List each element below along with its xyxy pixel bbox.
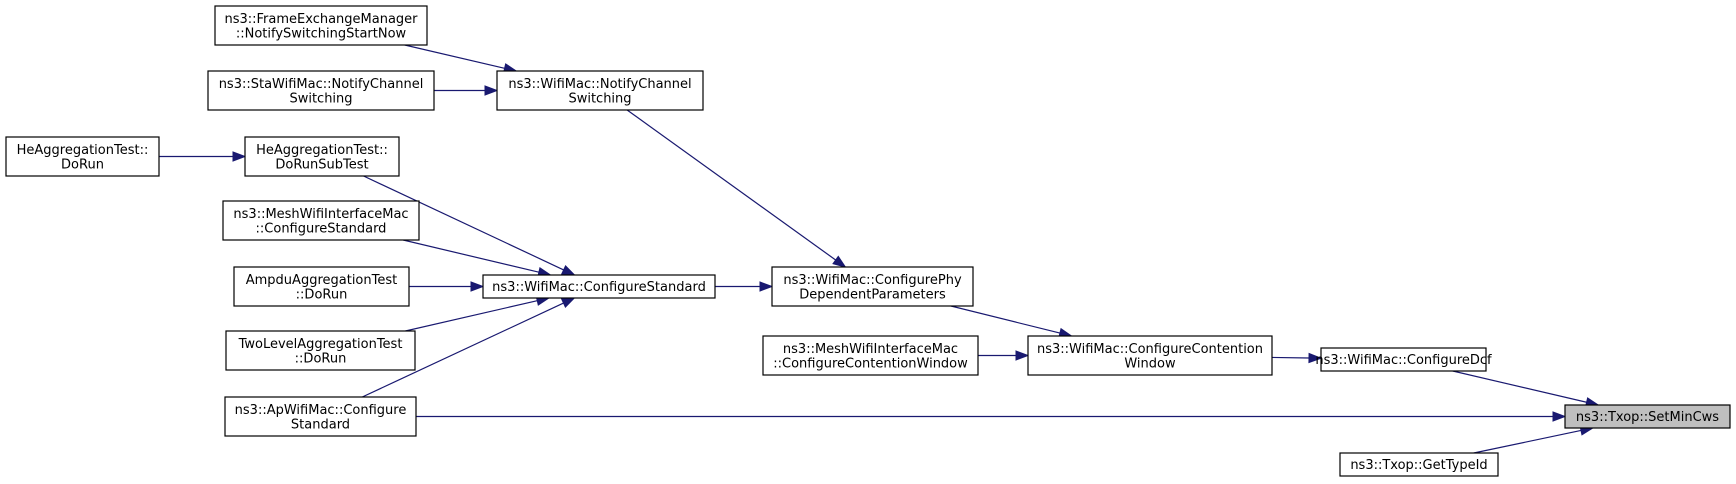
node-wifi_phydep[interactable]: ns3::WifiMac::ConfigurePhyDependentParam… — [771, 266, 974, 307]
node-label: ::ConfigureContentionWindow — [773, 356, 968, 371]
node-wifi_dcf[interactable]: ns3::WifiMac::ConfigureDcf — [1315, 347, 1492, 372]
node-box[interactable] — [5, 136, 160, 177]
node-label: ::DoRun — [296, 287, 348, 302]
edge-line — [405, 300, 538, 332]
arrowhead — [1015, 350, 1030, 361]
edges-layer — [159, 44, 1600, 454]
node-twolevel_dorun[interactable]: TwoLevelAggregationTest::DoRun — [225, 330, 416, 371]
node-wifi_cw[interactable]: ns3::WifiMac::ConfigureContentionWindow — [1027, 335, 1273, 376]
node-label: DoRunSubTest — [275, 157, 368, 172]
arrowhead — [1552, 411, 1567, 422]
edge-twolevel_dorun-to-wifi_cfgstd — [405, 295, 551, 332]
node-box[interactable] — [1027, 335, 1273, 376]
node-label: ns3::Txop::SetMinCws — [1576, 410, 1719, 425]
nodes-layer: ns3::FrameExchangeManager::NotifySwitchi… — [5, 5, 1731, 477]
node-box[interactable] — [771, 266, 974, 307]
edge-line — [1473, 429, 1582, 454]
node-label: ns3::Txop::GetTypeId — [1350, 458, 1487, 473]
node-label: ::DoRun — [295, 351, 347, 366]
edge-wifi_phydep-to-wifi_cw — [950, 305, 1073, 339]
node-label: ns3::MeshWifiInterfaceMac — [783, 342, 958, 357]
edge-line — [1271, 356, 1310, 359]
node-label: ::NotifySwitchingStartNow — [236, 26, 407, 41]
edge-wifi_notify-to-wifi_phydep — [626, 109, 847, 268]
edge-sta_notify-to-wifi_notify — [434, 85, 499, 96]
arrowhead — [1308, 352, 1323, 364]
node-label: ns3::WifiMac::NotifyChannel — [508, 77, 691, 92]
edge-ap_cfgstd-to-wifi_cfgstd — [362, 297, 576, 398]
node-label: Switching — [568, 91, 631, 106]
arrowhead — [484, 85, 499, 96]
node-txop_typeid[interactable]: ns3::Txop::GetTypeId — [1339, 452, 1499, 477]
edge-line — [1452, 370, 1587, 403]
node-label: ns3::WifiMac::ConfigurePhy — [783, 273, 962, 288]
node-label: DependentParameters — [799, 287, 946, 302]
node-fem_notify[interactable]: ns3::FrameExchangeManager::NotifySwitchi… — [214, 5, 428, 46]
edge-mesh_cw-to-wifi_cw — [978, 350, 1030, 361]
node-he_subtest[interactable]: HeAggregationTest::DoRunSubTest — [244, 136, 400, 177]
edge-mesh_cfgstd-to-wifi_cfgstd — [402, 239, 552, 278]
node-ampdu_dorun[interactable]: AmpduAggregationTest::DoRun — [233, 266, 410, 307]
edge-wifi_cfgstd-to-wifi_phydep — [715, 281, 774, 292]
edge-txop_typeid-to-txop_setmincws — [1473, 425, 1595, 454]
node-ap_cfgstd[interactable]: ns3::ApWifiMac::ConfigureStandard — [224, 396, 417, 437]
node-box[interactable] — [222, 200, 420, 241]
node-mesh_cfgstd[interactable]: ns3::MeshWifiInterfaceMac::ConfigureStan… — [222, 200, 420, 241]
node-box[interactable] — [207, 70, 435, 111]
edge-ap_cfgstd-to-txop_setmincws — [416, 411, 1567, 422]
node-box[interactable] — [233, 266, 410, 307]
arrowhead — [832, 255, 847, 268]
node-label: Switching — [289, 91, 352, 106]
node-box[interactable] — [225, 330, 416, 371]
node-box[interactable] — [762, 335, 979, 376]
node-box[interactable] — [1320, 347, 1487, 372]
node-label: ns3::WifiMac::ConfigureContention — [1037, 342, 1263, 357]
node-box[interactable] — [1339, 452, 1499, 477]
node-txop_setmincws[interactable]: ns3::Txop::SetMinCws — [1564, 404, 1731, 429]
edge-wifi_dcf-to-txop_setmincws — [1452, 370, 1600, 408]
node-box[interactable] — [496, 70, 704, 111]
arrowhead — [470, 281, 485, 292]
edge-wifi_cw-to-wifi_dcf — [1271, 352, 1323, 364]
node-label: ::ConfigureStandard — [256, 221, 387, 236]
arrowhead — [560, 264, 576, 276]
node-mesh_cw[interactable]: ns3::MeshWifiInterfaceMac::ConfigureCont… — [762, 335, 979, 376]
node-label: Standard — [291, 417, 350, 432]
node-label: HeAggregationTest:: — [256, 143, 388, 158]
node-he_dorun[interactable]: HeAggregationTest::DoRun — [5, 136, 160, 177]
node-label: Window — [1124, 356, 1176, 371]
node-label: TwoLevelAggregationTest — [238, 337, 403, 352]
node-label: HeAggregationTest:: — [17, 143, 149, 158]
node-box[interactable] — [482, 274, 716, 299]
arrowhead — [232, 151, 247, 162]
node-box[interactable] — [224, 396, 417, 437]
node-label: ns3::ApWifiMac::Configure — [235, 403, 407, 418]
node-label: ns3::FrameExchangeManager — [224, 12, 418, 27]
node-label: ns3::StaWifiMac::NotifyChannel — [219, 77, 424, 92]
node-label: AmpduAggregationTest — [246, 273, 397, 288]
node-label: ns3::WifiMac::ConfigureStandard — [492, 280, 706, 295]
edge-line — [950, 305, 1061, 334]
node-label: DoRun — [61, 157, 104, 172]
edge-line — [626, 109, 836, 261]
node-box[interactable] — [1564, 404, 1731, 429]
edge-line — [362, 302, 564, 398]
edge-fem_notify-to-wifi_notify — [404, 44, 518, 74]
edge-line — [363, 175, 564, 271]
arrowhead — [560, 297, 576, 309]
edge-he_dorun-to-he_subtest — [159, 151, 247, 162]
node-box[interactable] — [244, 136, 400, 177]
node-label: ns3::MeshWifiInterfaceMac — [233, 207, 408, 222]
node-wifi_cfgstd[interactable]: ns3::WifiMac::ConfigureStandard — [482, 274, 716, 299]
edge-ampdu_dorun-to-wifi_cfgstd — [409, 281, 485, 292]
edge-line — [404, 44, 505, 69]
edge-line — [402, 239, 540, 273]
node-label: ns3::WifiMac::ConfigureDcf — [1315, 353, 1492, 368]
arrowhead — [759, 281, 774, 292]
node-box[interactable] — [214, 5, 428, 46]
